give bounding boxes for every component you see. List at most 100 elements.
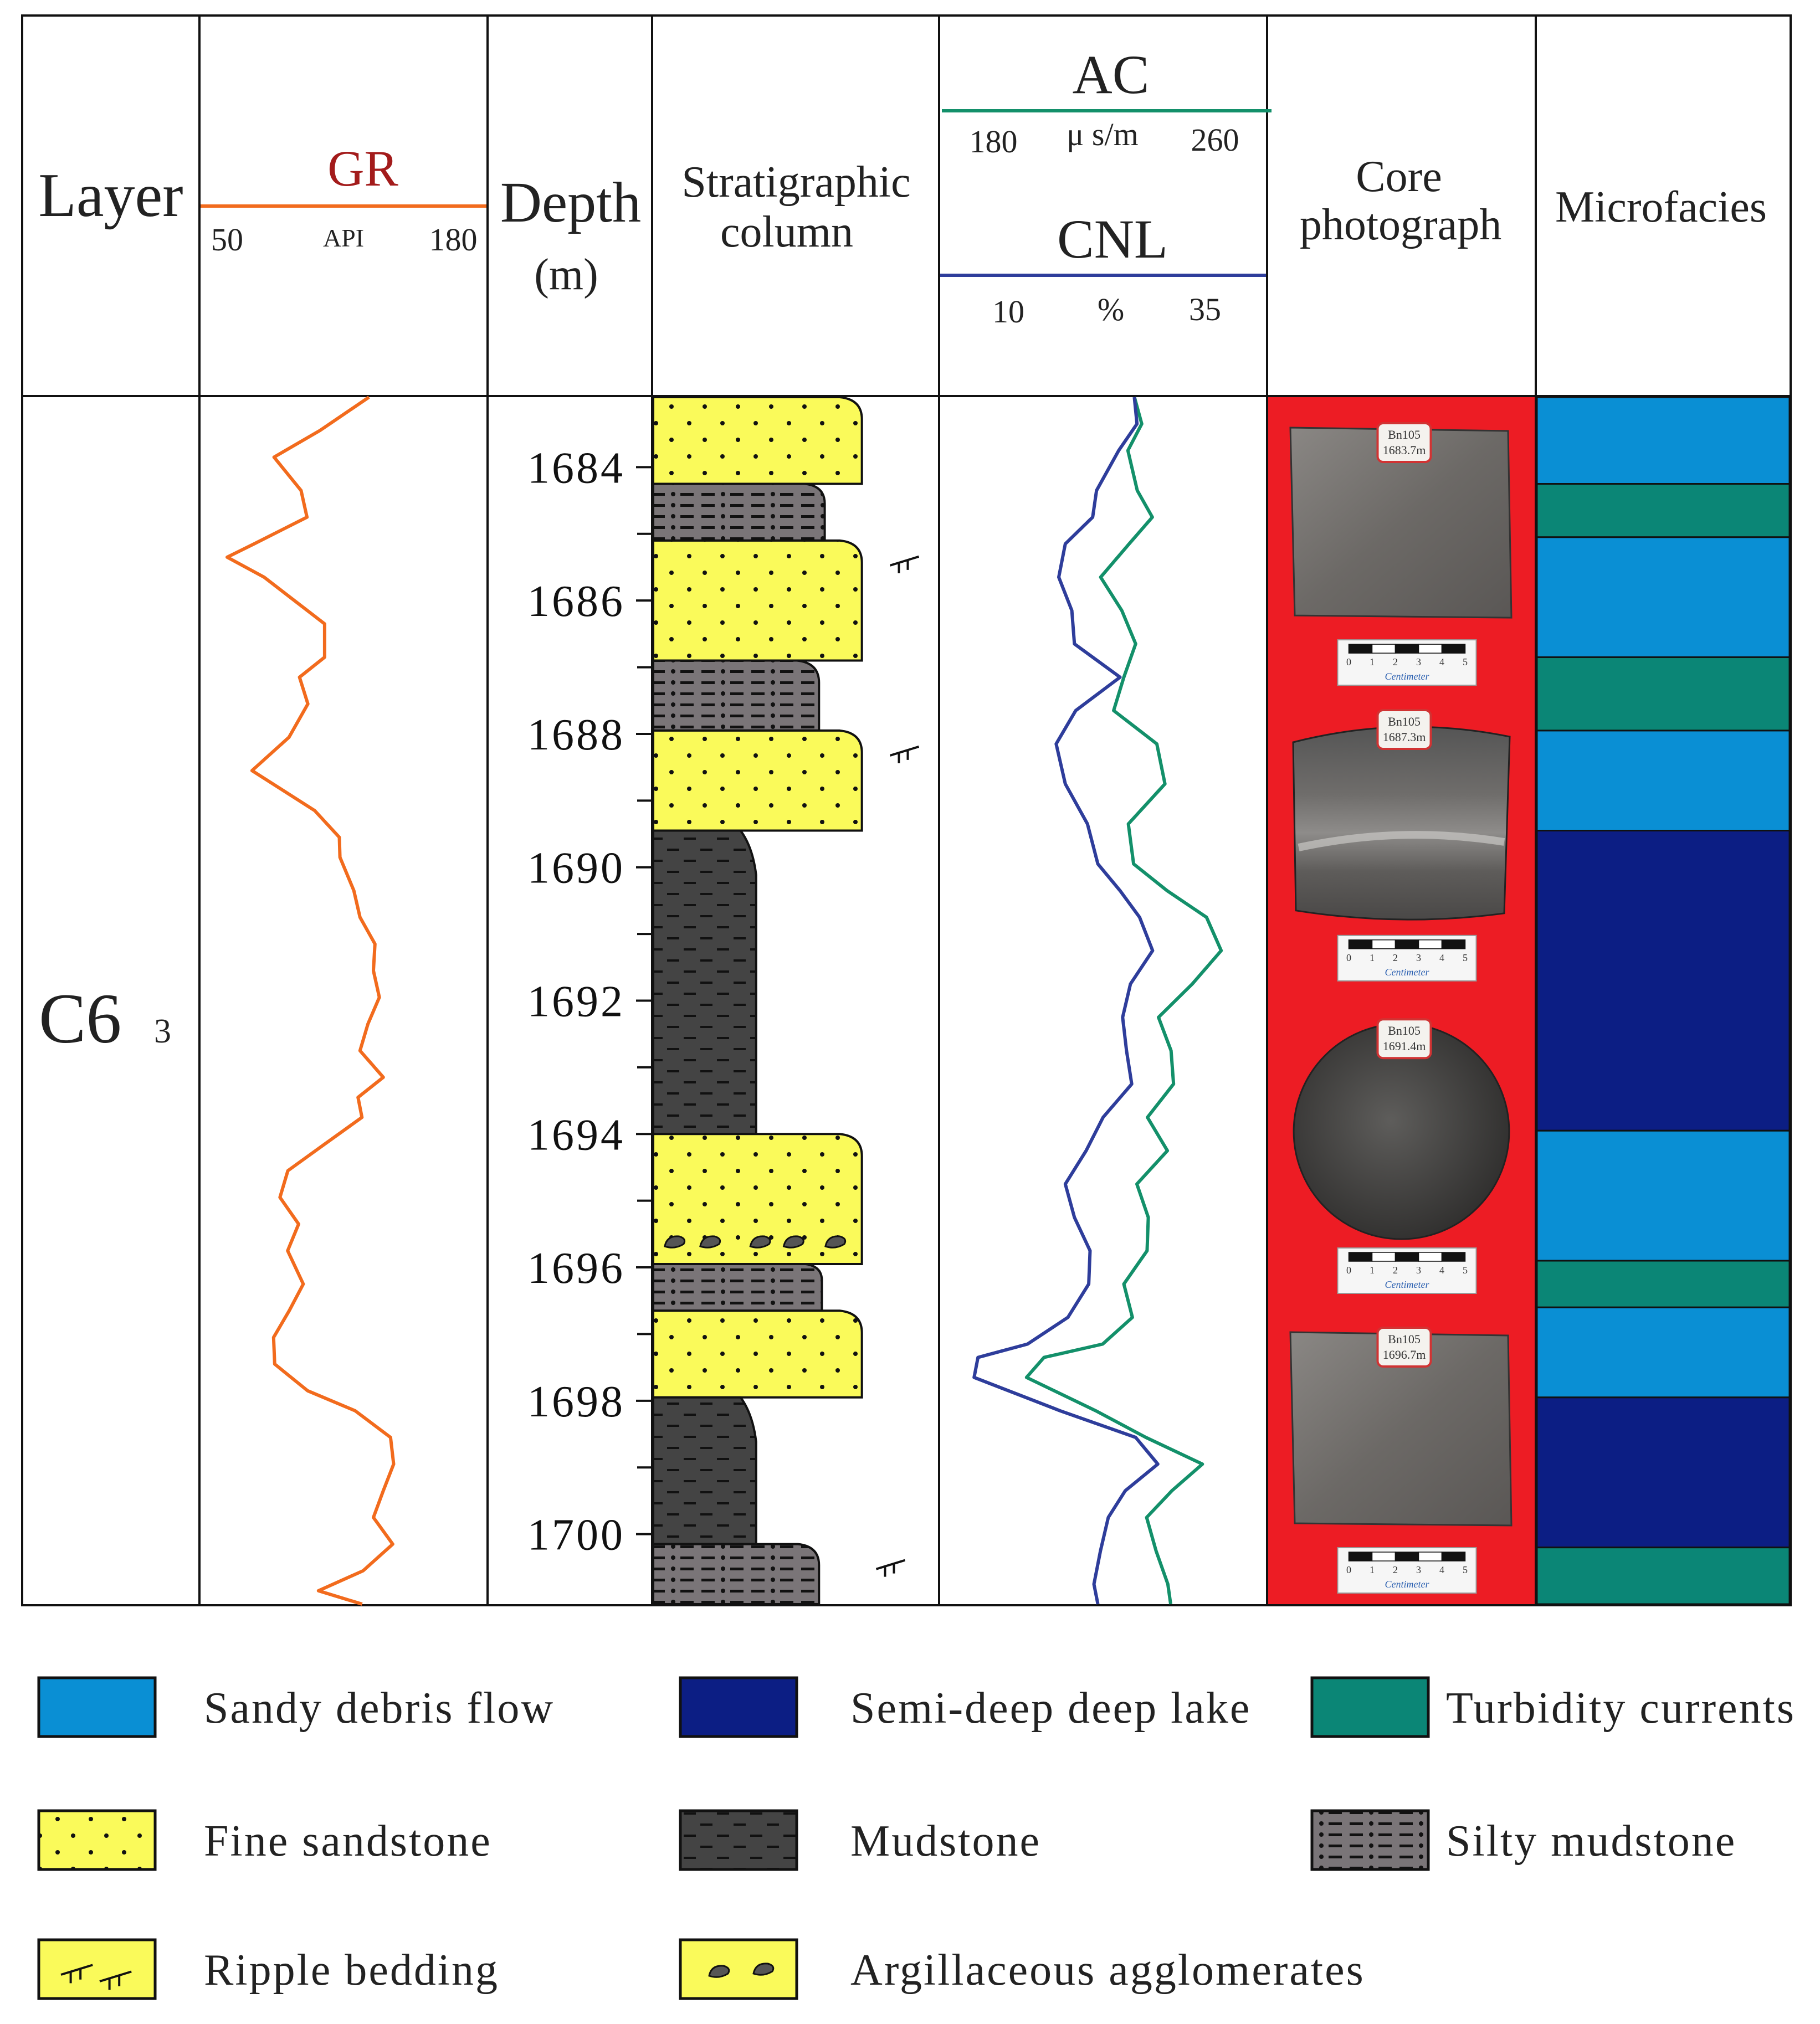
gr-track bbox=[225, 395, 396, 1606]
depth-tick-label: 1698 bbox=[527, 1378, 625, 1426]
legend-swatch bbox=[37, 1938, 157, 2000]
core-scale-tick-label: 4 bbox=[1439, 1564, 1444, 1575]
cnl-header-max: 35 bbox=[1189, 291, 1221, 327]
lithology-bed-mudstone bbox=[652, 829, 757, 1136]
core-sample-tag-line1: Bn105 bbox=[1388, 1024, 1421, 1037]
core-sample-tag bbox=[1376, 1018, 1432, 1060]
microfacies-band-semi-deep-deep-lake bbox=[1536, 830, 1791, 1132]
core-scale-segment bbox=[1395, 939, 1419, 949]
gr-header-max: 180 bbox=[429, 222, 478, 258]
cnl-header-title: CNL bbox=[1057, 208, 1168, 270]
core-scale-label: Centimeter bbox=[1385, 671, 1430, 682]
core-sample-tag-line2: 1687.3m bbox=[1383, 730, 1426, 744]
core-scale-segment bbox=[1371, 1552, 1396, 1561]
core-scale-tick-label: 5 bbox=[1463, 1265, 1468, 1276]
argillaceous-agglomerate-symbol bbox=[664, 1235, 686, 1249]
layer-name-main: C6 bbox=[39, 979, 121, 1058]
core-scale-segment bbox=[1395, 1252, 1419, 1262]
core-sample-block bbox=[1289, 427, 1513, 619]
core-scale-segment bbox=[1418, 1252, 1443, 1262]
gr-header-min: 50 bbox=[211, 222, 243, 258]
layer-name: C6 3 bbox=[39, 979, 171, 1058]
depth-tick-label: 1696 bbox=[527, 1244, 625, 1293]
lithology-bed-fine-sandstone bbox=[652, 396, 863, 485]
argillaceous-agglomerate-symbol bbox=[708, 1965, 730, 1978]
core-scale-segment bbox=[1418, 1552, 1443, 1561]
depth-tick-label: 1700 bbox=[527, 1511, 625, 1560]
lithology-bed-fine-sandstone bbox=[652, 539, 863, 662]
core-scale-tick-label: 2 bbox=[1393, 656, 1398, 667]
legend-swatch bbox=[1310, 1676, 1430, 1738]
layer-header: Layer bbox=[38, 161, 183, 230]
argillaceous-agglomerate-symbol bbox=[824, 1235, 847, 1249]
core-sample-tag-line2: 1691.4m bbox=[1383, 1039, 1426, 1053]
legend-label: Semi-deep deep lake bbox=[850, 1684, 1251, 1733]
depth-tick-label: 1688 bbox=[527, 711, 625, 759]
core-scale-segment bbox=[1371, 644, 1396, 654]
lithology-bed-silty-mudstone bbox=[652, 1263, 823, 1312]
ripple-bedding-symbol bbox=[99, 1970, 132, 1990]
core-sample-tag bbox=[1376, 1327, 1432, 1368]
microfacies-header: Microfacies bbox=[1555, 183, 1767, 232]
legend-label: Argillaceous agglomerates bbox=[850, 1946, 1365, 1995]
core-sample-tag bbox=[1376, 709, 1432, 750]
core-scale-tick-label: 2 bbox=[1393, 952, 1398, 963]
core-scale-tick-label: 1 bbox=[1370, 1265, 1375, 1276]
core-scale-segment bbox=[1371, 939, 1396, 949]
core-scale-segment bbox=[1441, 939, 1466, 949]
core-scale-tick-label: 1 bbox=[1370, 952, 1375, 963]
legend-label: Turbidity currents bbox=[1446, 1684, 1796, 1733]
legend-item-turbidity-currents: Turbidity currents bbox=[1310, 1676, 1796, 1738]
lithology-bed-fine-sandstone bbox=[652, 729, 863, 832]
header-row: Layer GR 50 API 180 Depth (m) Stratigrap… bbox=[38, 44, 1767, 330]
gr-curve bbox=[225, 395, 396, 1606]
argillaceous-agglomerate-symbol bbox=[699, 1235, 721, 1249]
legend-item-silty-mudstone: Silty mudstone bbox=[1310, 1809, 1736, 1871]
legend-item-semi-deep-deep-lake: Semi-deep deep lake bbox=[679, 1676, 1251, 1738]
core-scale-tick-label: 0 bbox=[1346, 656, 1351, 667]
microfacies-band-sandy-debris-flow bbox=[1536, 1129, 1791, 1262]
stratigraphic-column bbox=[652, 396, 920, 1605]
legend-label: Silty mudstone bbox=[1446, 1817, 1736, 1866]
core-scale-segment bbox=[1418, 939, 1443, 949]
core-sample-lamination bbox=[1298, 831, 1505, 851]
microfacies-band-sandy-debris-flow bbox=[1536, 1306, 1791, 1399]
core-scale-tick-label: 4 bbox=[1439, 952, 1444, 963]
core-scale-segment bbox=[1348, 1252, 1373, 1262]
core-scale-tick-label: 2 bbox=[1393, 1265, 1398, 1276]
core-sample-tag-line1: Bn105 bbox=[1388, 715, 1421, 728]
core-scale-segment bbox=[1441, 644, 1466, 654]
microfacies-band-semi-deep-deep-lake bbox=[1536, 1396, 1791, 1549]
core-scale-segment bbox=[1441, 1252, 1466, 1262]
gr-header-title: GR bbox=[327, 140, 398, 197]
core-scale-segment bbox=[1395, 644, 1419, 654]
core-sample-cylinder bbox=[1292, 726, 1511, 921]
argillaceous-agglomerate-symbol bbox=[752, 1963, 775, 1976]
core-scale-segment bbox=[1348, 939, 1373, 949]
core-sample-tag-line2: 1683.7m bbox=[1383, 443, 1426, 457]
microfacies-band-turbidity-currents bbox=[1536, 656, 1791, 732]
lithology-bed-silty-mudstone bbox=[652, 1543, 821, 1605]
ripple-bedding-symbol bbox=[889, 746, 920, 763]
depth-tick-label: 1694 bbox=[527, 1111, 625, 1159]
core-scale-tick-label: 5 bbox=[1463, 1564, 1468, 1575]
microfacies-band-turbidity-currents bbox=[1536, 1547, 1791, 1605]
core-header-line2: photograph bbox=[1300, 201, 1501, 249]
core-scale-segment bbox=[1348, 1552, 1373, 1561]
core-scale-segment bbox=[1418, 644, 1443, 654]
core-scale-label: Centimeter bbox=[1385, 967, 1430, 978]
core-scale-tick-label: 0 bbox=[1346, 1564, 1351, 1575]
layer-name-subscript: 3 bbox=[154, 1013, 171, 1050]
depth-tick-label: 1692 bbox=[527, 978, 625, 1026]
core-scale-segment bbox=[1441, 1552, 1466, 1561]
legend-label: Ripple bedding bbox=[204, 1946, 499, 1995]
core-scale-segment bbox=[1348, 644, 1373, 654]
core-scale-label: Centimeter bbox=[1385, 1579, 1430, 1590]
lithology-bed-fine-sandstone bbox=[652, 1309, 863, 1399]
microfacies-band-turbidity-currents bbox=[1536, 1260, 1791, 1308]
